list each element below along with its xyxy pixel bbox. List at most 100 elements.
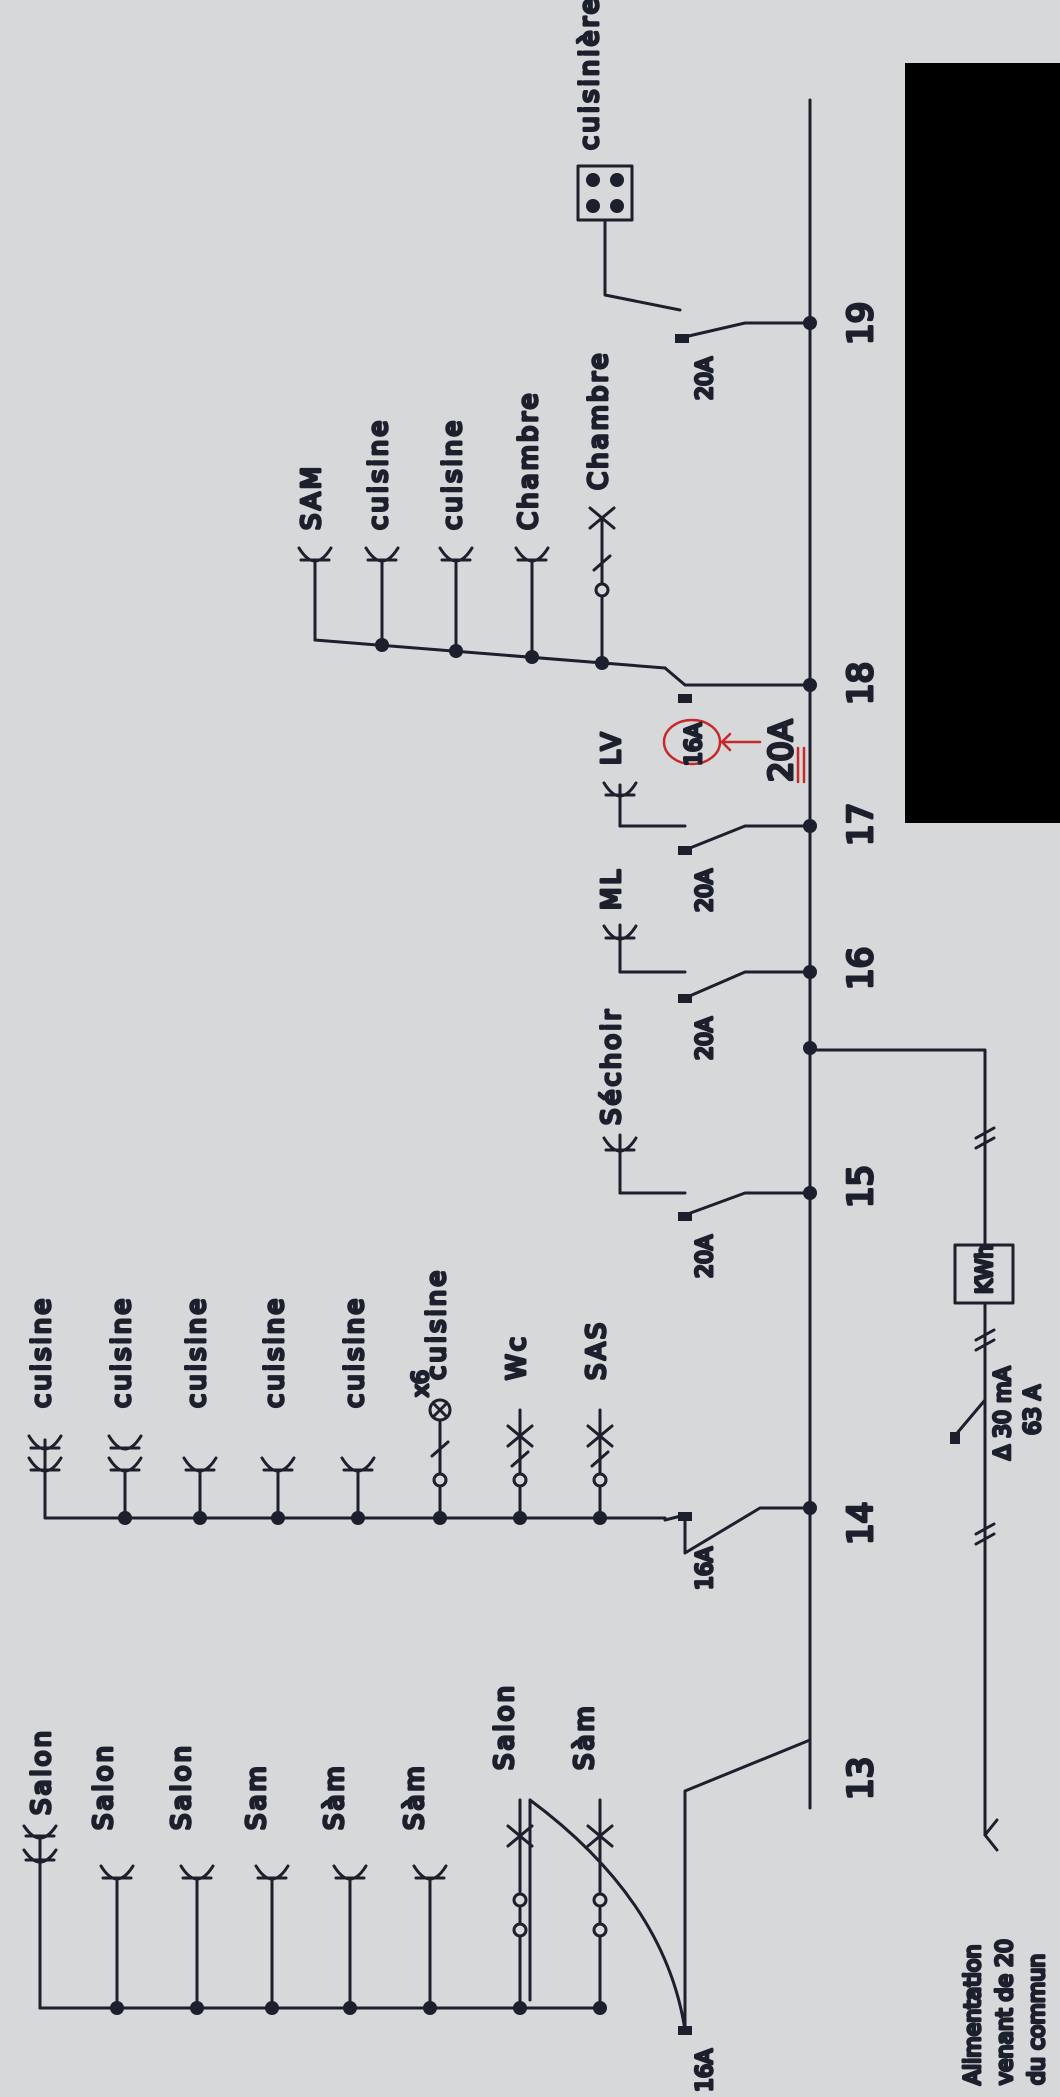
branch-bus [43, 1438, 667, 1520]
breaker-rating: 16A [693, 2049, 718, 2092]
main-breaker-switch [956, 1398, 987, 1434]
outlet-label: LV [597, 730, 627, 765]
socket-icon [412, 1864, 448, 2010]
outlet-label: cuisine [364, 418, 394, 530]
circuit-number: 18 [841, 662, 881, 705]
outlet-label: cuisine [182, 1296, 212, 1408]
socket-icon [438, 546, 474, 653]
socket-icon [602, 781, 638, 828]
outlet-label: Séchoir [597, 1007, 627, 1125]
breaker-switch [618, 923, 812, 1000]
circuit-16: 20A ML [596, 866, 812, 1062]
breaker-switch [528, 1738, 812, 2032]
socket-icon [364, 546, 400, 647]
socket-icon [260, 1456, 296, 1520]
branch-bus [313, 638, 667, 670]
switch-light-icon [586, 1408, 614, 1520]
breaker-switch [618, 783, 812, 852]
breaker-rating: 20A [693, 1017, 718, 1060]
spot-count: x6 [409, 1370, 434, 1397]
supply-wire [808, 1048, 987, 1837]
switch-contact [594, 582, 610, 598]
socket-double-icon [27, 1434, 63, 1473]
outlet-label: SAS [582, 1320, 612, 1380]
breaker-contact [678, 1512, 692, 1521]
socket-icon [182, 1456, 218, 1520]
outlet-label: Sàm [320, 1763, 350, 1830]
supply-arrow [983, 1818, 999, 1852]
correction-arrow [720, 732, 762, 752]
breaker-contact [678, 694, 692, 703]
redaction-block [905, 63, 1060, 823]
breaker-switch [663, 666, 812, 687]
breaker-contact [678, 2026, 692, 2035]
circuit-13: 16A Salon Salon Salon Sam Sàm Sà [22, 1681, 812, 2094]
main-breaker-rating: Δ 30 mA [991, 1366, 1016, 1460]
breaker-rating: 20A [693, 869, 718, 912]
energy-meter-label: KWh [973, 1245, 998, 1294]
switch-contact [512, 1922, 528, 1938]
breaker-rating: 16A [693, 1547, 718, 1590]
switch-contact [592, 1472, 608, 1488]
outlet-label: Wc [502, 1334, 532, 1380]
circuit-number: 17 [841, 803, 881, 846]
breaker-rating: 20A [693, 1235, 718, 1278]
socket-double-icon [107, 1434, 143, 1520]
outlet-label: ML [597, 867, 627, 910]
circuit-14: 16A x6 cuisine cuisine cuisine cuisine c… [26, 1266, 812, 1592]
socket-icon [332, 1864, 368, 2010]
outlet-label: cuisine [422, 1268, 452, 1380]
rating-correction: 16A 20A [662, 718, 806, 784]
circuit-number: 15 [841, 1165, 881, 1208]
spot-light-icon [428, 1398, 452, 1422]
circuit-19: 20A cuisinière [574, 0, 812, 402]
circuit-number: 19 [841, 302, 881, 345]
outlet-label: cuisine [438, 418, 468, 530]
circuit-18: SAM cuisine cuisine Chambre Chambre [296, 349, 812, 703]
outlet-label: Sàm [400, 1763, 430, 1830]
outlet-label: cuisine [340, 1296, 370, 1408]
main-breaker-contact [950, 1432, 960, 1444]
supply-line: Δ 30 mA 63 A KWh Alimentation venant de … [808, 1048, 1052, 2087]
socket-icon [514, 546, 550, 659]
socket-icon [99, 1864, 135, 2010]
conductor-mark [974, 1328, 996, 1352]
cooker-hotplate [586, 173, 600, 187]
outlet-label: SAM [297, 464, 327, 530]
outlet-label: Salon [490, 1683, 520, 1770]
circuit-number: 16 [841, 947, 881, 990]
supply-label: du commun [1025, 1954, 1050, 2085]
socket-icon [254, 1864, 290, 2010]
breaker-switch [603, 220, 812, 340]
supply-label: Alimentation [961, 1945, 986, 2085]
socket-icon [602, 1136, 638, 1195]
outlet-label: Salon [27, 1728, 57, 1815]
outlet-label: cuisinière [575, 0, 605, 150]
switch-contact [432, 1472, 448, 1488]
socket-icon [297, 546, 333, 642]
supply-label: venant de 20 [993, 1939, 1018, 2085]
switch-light-icon [506, 1408, 534, 1520]
outlet-label: Salon [167, 1743, 197, 1830]
cooker-hotplate [586, 199, 600, 213]
circuit-number: 13 [841, 1757, 881, 1800]
socket-icon [179, 1864, 215, 2010]
correction-circle [662, 718, 722, 766]
circuit-numbers: 13 14 15 16 17 18 19 [840, 300, 883, 1801]
main-breaker-rating: 63 A [1021, 1385, 1046, 1435]
socket-icon [340, 1456, 376, 1520]
switch-contact [592, 1892, 608, 1908]
cooker-hotplate [610, 199, 624, 213]
outlet-label: cuisine [260, 1296, 290, 1408]
outlet-label: Sam [242, 1763, 272, 1830]
breaker-contact [678, 994, 692, 1003]
circuit-17: 20A LV 16A 20A [596, 718, 812, 914]
outlet-label: cuisine [107, 1296, 137, 1408]
spot-light-icon [430, 1418, 450, 1520]
outlet-label: Chambre [514, 390, 544, 530]
bus-node [803, 1041, 817, 1055]
socket-double-icon [22, 1824, 58, 1864]
outlet-label: Sàm [570, 1703, 600, 1770]
breaker-rating: 20A [693, 357, 718, 400]
